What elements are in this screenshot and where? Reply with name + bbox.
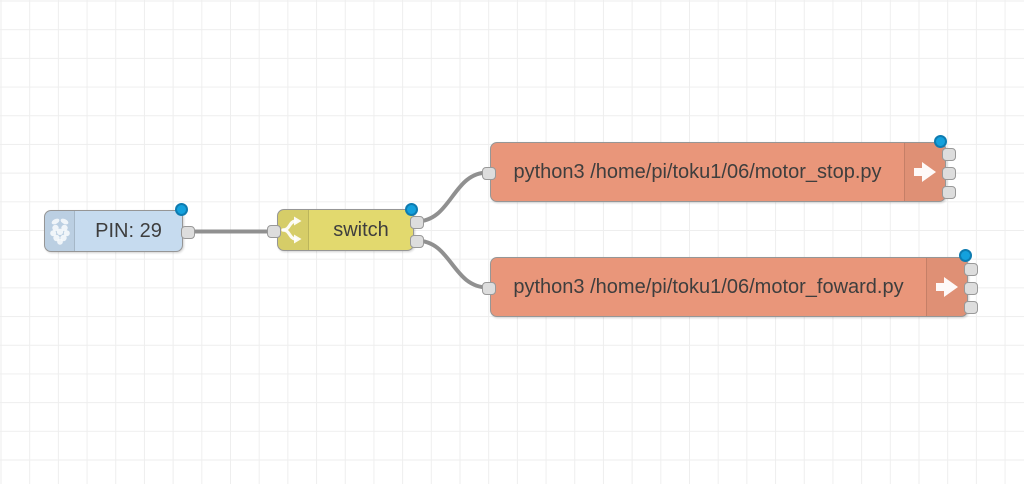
node-label: python3 /home/pi/toku1/06/motor_foward.p… bbox=[513, 275, 904, 298]
input-port[interactable] bbox=[267, 225, 281, 238]
node-gpio-in[interactable]: PIN: 29 bbox=[44, 202, 195, 252]
node-icon-region bbox=[45, 211, 75, 251]
output-port[interactable] bbox=[181, 226, 195, 239]
output-port-2[interactable] bbox=[410, 235, 424, 248]
output-port-3[interactable] bbox=[942, 186, 956, 199]
node-exec-motor-stop[interactable]: python3 /home/pi/toku1/06/motor_stop.py bbox=[482, 135, 956, 202]
wire-switch-to-exec-foward[interactable] bbox=[415, 238, 489, 290]
output-port-2[interactable] bbox=[942, 167, 956, 180]
node-label: switch bbox=[333, 218, 389, 241]
output-port-1[interactable] bbox=[964, 263, 978, 276]
output-port-1[interactable] bbox=[942, 148, 956, 161]
input-port[interactable] bbox=[482, 282, 496, 295]
node-changed-badge bbox=[934, 135, 947, 148]
exec-arrow-icon bbox=[936, 277, 958, 297]
node-label: python3 /home/pi/toku1/06/motor_stop.py bbox=[513, 160, 882, 183]
switch-fork-icon bbox=[281, 216, 302, 244]
output-port-1[interactable] bbox=[410, 216, 424, 229]
input-port[interactable] bbox=[482, 167, 496, 180]
node-icon-region bbox=[926, 258, 967, 316]
output-port-2[interactable] bbox=[964, 282, 978, 295]
exec-arrow-icon bbox=[914, 162, 936, 182]
node-label: PIN: 29 bbox=[95, 219, 162, 242]
node-switch[interactable]: switch bbox=[267, 203, 424, 251]
node-changed-badge bbox=[175, 202, 188, 216]
node-exec-motor-foward[interactable]: python3 /home/pi/toku1/06/motor_foward.p… bbox=[482, 249, 978, 317]
node-changed-badge bbox=[405, 203, 418, 216]
raspberry-pi-icon bbox=[49, 218, 70, 245]
output-port-3[interactable] bbox=[964, 301, 978, 314]
node-changed-badge bbox=[959, 249, 972, 262]
wire-switch-to-exec-stop[interactable] bbox=[415, 170, 489, 224]
node-icon-region bbox=[278, 210, 309, 250]
node-icon-region bbox=[904, 143, 945, 201]
